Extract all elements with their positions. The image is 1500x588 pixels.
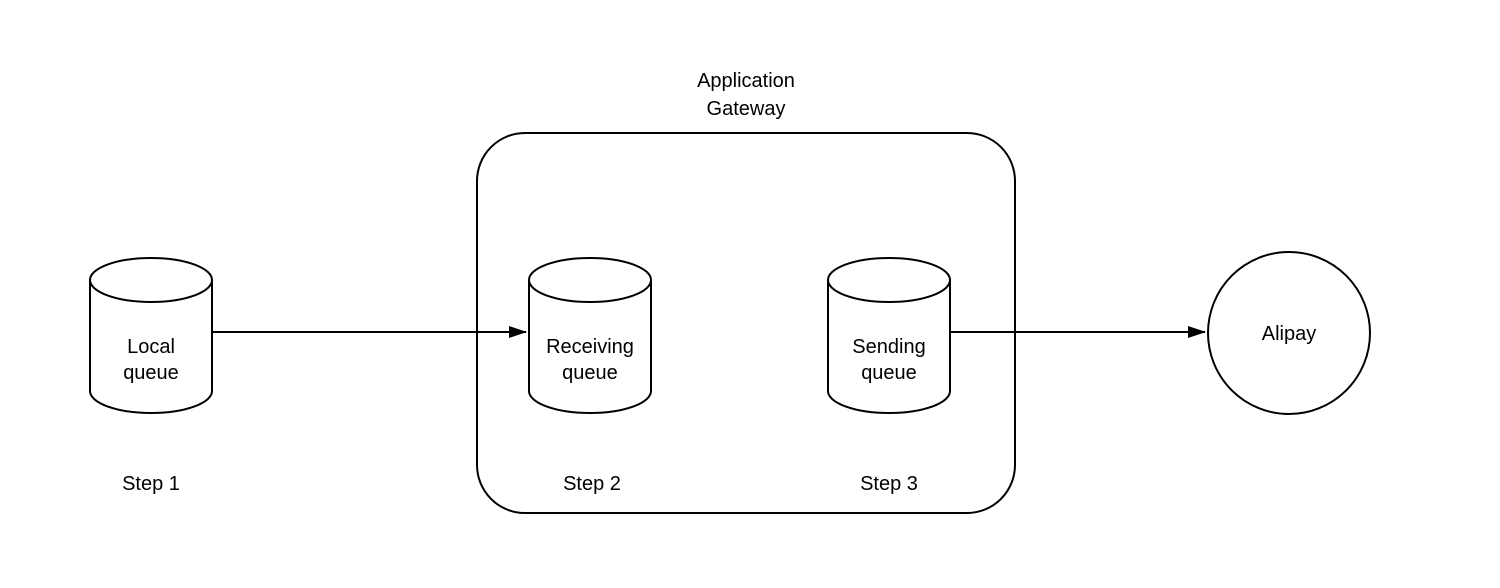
alipay-circle xyxy=(1207,251,1371,415)
local-queue-label: Local queue xyxy=(123,336,179,384)
alipay-label: Alipay xyxy=(1261,323,1317,345)
receiving-queue-cylinder xyxy=(528,257,652,414)
application-gateway-title: Application Gateway xyxy=(697,70,795,120)
receiving-queue-label: Receiving queue xyxy=(546,336,634,384)
sending-queue-cylinder xyxy=(827,257,951,414)
local-queue-cylinder xyxy=(89,257,213,414)
step-2-label: Step 2 xyxy=(563,473,621,495)
step-1-label: Step 1 xyxy=(122,473,180,495)
application-gateway-box xyxy=(476,132,1016,514)
step-3-label: Step 3 xyxy=(860,473,918,495)
sending-queue-label: Sending queue xyxy=(852,336,926,384)
